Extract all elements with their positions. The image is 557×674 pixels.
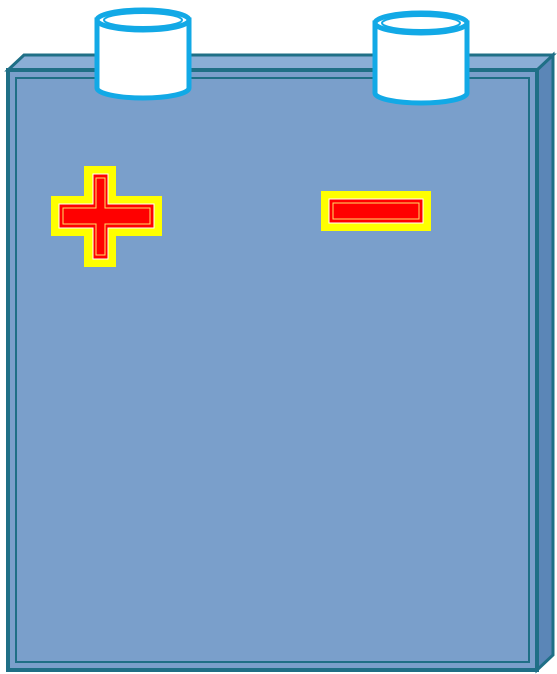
positive-terminal: [97, 10, 189, 98]
battery-side-face: [537, 55, 553, 670]
battery-top-face: [8, 55, 553, 70]
negative-terminal: [375, 13, 467, 103]
battery-body: [8, 70, 537, 670]
minus-icon: [321, 191, 431, 231]
